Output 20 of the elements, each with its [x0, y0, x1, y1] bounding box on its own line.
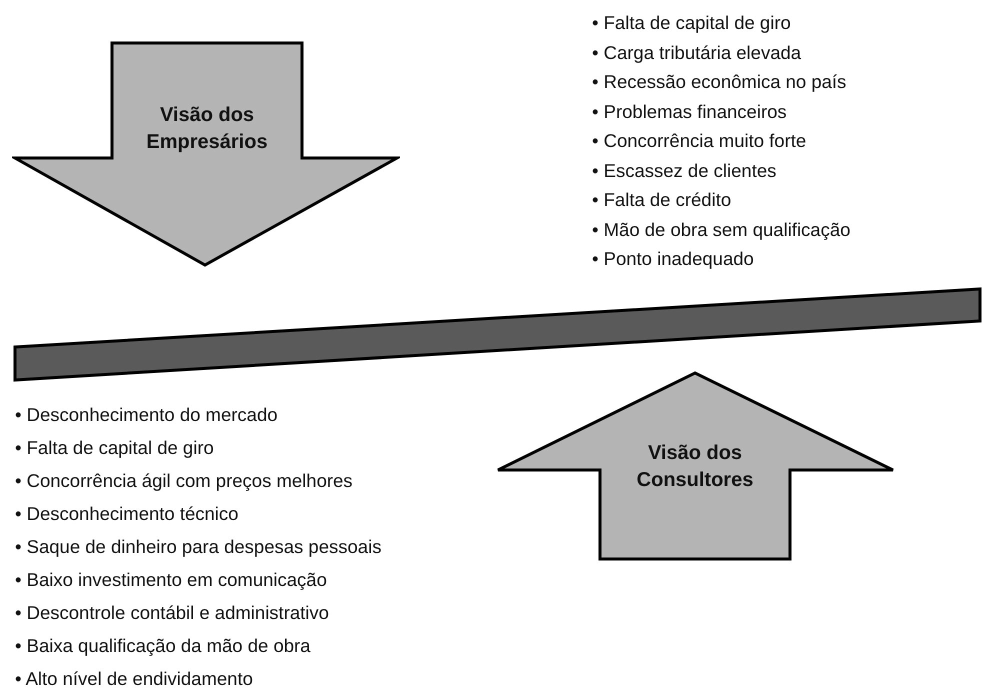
- list-item: • Desconhecimento técnico: [15, 502, 240, 526]
- list-item: • Falta de capital de giro: [15, 436, 215, 460]
- list-item: • Escassez de clientes: [592, 158, 778, 182]
- list-item: • Alto nível de endividamento: [15, 667, 254, 691]
- arrow-label: Visão dos Consultores: [636, 441, 754, 493]
- list-item: • Descontrole contábil e administrativo: [15, 601, 330, 625]
- list-item: • Concorrência muito forte: [592, 129, 808, 153]
- list-item: • Concorrência ágil com preços melhores: [15, 469, 354, 493]
- list-item: • Recessão econômica no país: [592, 70, 848, 94]
- arrow-label: Visão dos Empresários: [145, 103, 269, 155]
- list-item: • Carga tributária elevada: [592, 40, 802, 65]
- list-item: • Saque de dinheiro para despesas pessoais: [15, 535, 382, 559]
- list-item: • Falta de crédito: [592, 188, 732, 212]
- list-item: • Desconhecimento do mercado: [15, 403, 279, 427]
- list-item: • Ponto inadequado: [592, 247, 755, 271]
- list-item: • Baixo investimento em comunicação: [15, 568, 328, 592]
- list-item: • Falta de capital de giro: [592, 11, 792, 35]
- list-item: • Problemas financeiros: [592, 100, 788, 124]
- list-item: • Mão de obra sem qualificação: [592, 218, 850, 242]
- list-item: • Baixa qualificação da mão de obra: [15, 634, 312, 658]
